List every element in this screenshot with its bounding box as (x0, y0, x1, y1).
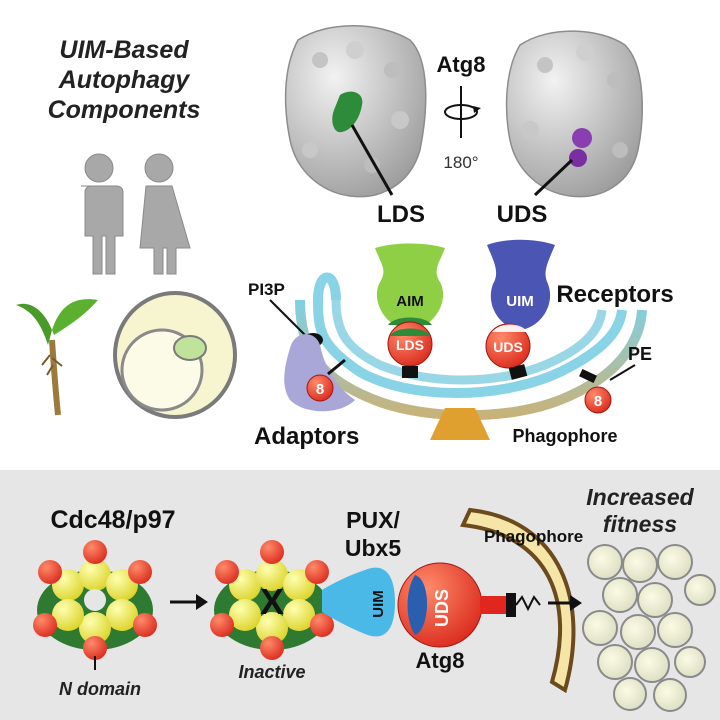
fitness-line-1: Increased (586, 484, 694, 510)
uds-blue-pocket (407, 575, 428, 635)
aim-green-cap (388, 317, 432, 325)
adaptors-label: Adaptors (254, 423, 359, 450)
arrow-right-1 (170, 594, 208, 610)
cdc48-inactive-hexamer (210, 540, 334, 660)
pux-line-2: Ubx5 (345, 535, 401, 561)
pi3p-label: PI3P (248, 280, 285, 299)
seedling-icon (16, 299, 98, 416)
aim-receptor (375, 243, 445, 330)
lds-label: LDS (377, 201, 425, 228)
fitness-line-2: fitness (603, 511, 677, 537)
uim-anchor (508, 364, 528, 380)
rotation-label: 180° (443, 153, 478, 172)
uim-receptor (487, 239, 555, 330)
male-human-icon (81, 153, 124, 275)
title-line-3: Components (48, 96, 201, 124)
pe-pointer (609, 364, 636, 381)
uim-label: UIM (506, 293, 534, 310)
rotation-icon (444, 86, 481, 138)
pe-label: PE (628, 344, 652, 364)
lds-patch (332, 91, 363, 133)
adaptor-shape (284, 334, 355, 412)
atg8-structure-front (284, 25, 427, 198)
pe-anchor (579, 368, 597, 384)
pi3p-pointer (269, 299, 306, 336)
uds-pointer (533, 158, 574, 197)
pux-line-1: PUX/ (346, 507, 400, 533)
atg8-label: Atg8 (437, 52, 486, 77)
inactive-x-mark: X (260, 581, 284, 622)
phagophore-bottom-label: Phagophore (484, 527, 583, 546)
inactive-label: Inactive (238, 662, 305, 682)
phagophore-top-label: Phagophore (512, 426, 617, 446)
cdc48-hexamer (33, 540, 157, 660)
aim-anchor (402, 366, 418, 378)
pe-atg8 (584, 386, 612, 414)
yeast-cell-icon (113, 291, 237, 419)
uim-atg8 (485, 323, 531, 369)
receptors-label: Receptors (556, 281, 673, 308)
atg8-structure-back (505, 30, 643, 198)
pe-red-linker (480, 596, 510, 614)
uds-small-label: UDS (493, 339, 523, 355)
uds-bottom-label: UDS (432, 589, 452, 627)
title-line-1: UIM-Based (59, 36, 189, 64)
lipid-tail (515, 595, 541, 612)
pe-black-anchor (506, 593, 516, 617)
lds-cap (390, 328, 430, 336)
uim-bottom-label: UIM (370, 590, 387, 618)
cdc48-label: Cdc48/p97 (50, 506, 175, 534)
uds-label: UDS (497, 201, 548, 228)
title-line-2: Autophagy (58, 66, 191, 94)
aim-label: AIM (396, 293, 424, 310)
female-human-icon (139, 153, 191, 275)
n-domain-label: N domain (59, 679, 141, 699)
atg8-bottom-label: Atg8 (416, 648, 465, 673)
yeast-colony (582, 544, 716, 712)
phagophore-crescent (460, 507, 576, 694)
lds-pointer (350, 124, 394, 196)
uds-cap (492, 324, 528, 332)
arrow-right-2 (548, 595, 582, 611)
adaptor-atg8 (306, 358, 346, 402)
lds-small-label: LDS (396, 337, 424, 353)
pux-connector (322, 567, 395, 637)
atg8-badge-2: 8 (594, 393, 602, 410)
atg8-badge-1: 8 (316, 381, 324, 398)
uds-patch (572, 128, 592, 148)
